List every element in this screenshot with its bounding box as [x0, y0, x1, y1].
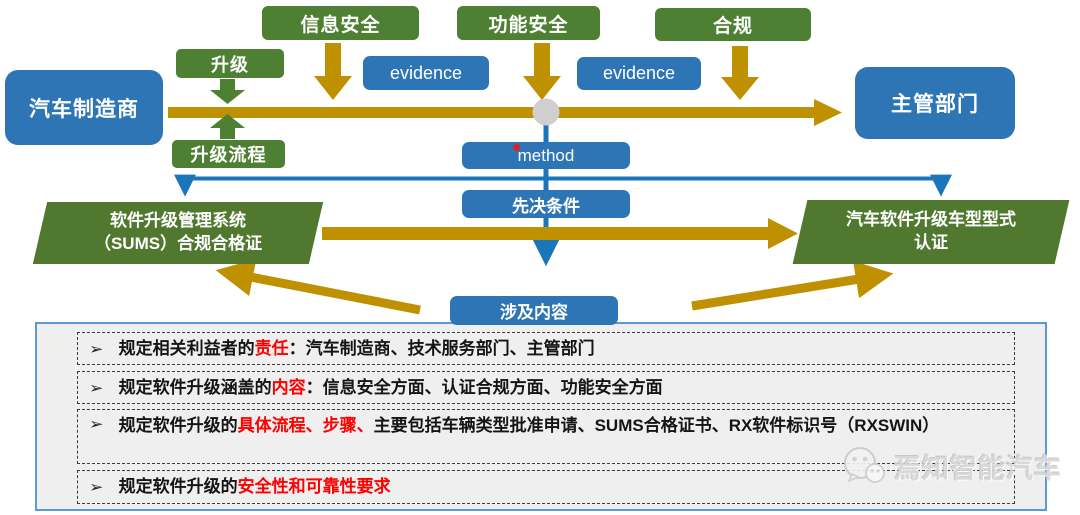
label-compliance-text: 合规 — [712, 16, 753, 37]
label-functional-safety: 功能安全 — [457, 6, 600, 40]
note-text-coverage: 规定软件升级涵盖的内容：信息安全方面、认证合规方面、功能安全方面 — [119, 377, 663, 398]
green-arrow-upgrade-down — [210, 79, 245, 104]
watermark: 焉知智能汽车 — [838, 444, 1062, 488]
bullet-arrow-icon: ➢ — [89, 416, 104, 433]
label-info-security-text: 信息安全 — [300, 14, 381, 36]
label-upgrade-process-text: 升级流程 — [190, 145, 267, 165]
label-method: method — [462, 142, 630, 169]
note-segment: 安全性和可靠性要求 — [237, 477, 391, 497]
type-approval-line2: 认证 — [914, 233, 948, 252]
main-timeline-arrowhead — [814, 99, 842, 126]
bullet-arrow-icon: ➢ — [89, 379, 104, 397]
note-segment: 责任 — [254, 338, 289, 358]
actor-authority-text: 主管部门 — [891, 93, 979, 116]
green-arrow-upgrade-up — [210, 114, 245, 139]
parallelogram-sums-certificate: 软件升级管理系统 （SUMS）合规合格证 — [32, 202, 324, 264]
actor-authority: 主管部门 — [855, 67, 1015, 139]
actor-manufacturer-text: 汽车制造商 — [29, 97, 139, 121]
bullet-arrow-icon: ➢ — [89, 340, 104, 358]
sums-line2: （SUMS）合规合格证 — [93, 234, 263, 253]
bullet-arrow-icon: ➢ — [89, 479, 104, 496]
label-evidence-1-text: evidence — [389, 62, 463, 83]
note-row-safety: ➢ 规定软件升级的安全性和可靠性要求 — [77, 470, 1015, 504]
gray-node-circle — [532, 98, 560, 126]
label-evidence-2-text: evidence — [602, 63, 676, 83]
note-row-process: ➢ 规定软件升级的具体流程、步骤、主要包括车辆类型批准申请、SUMS合格证书、R… — [77, 409, 1015, 464]
label-upgrade-process: 升级流程 — [172, 140, 285, 168]
red-dot-marker — [513, 144, 520, 151]
note-row-coverage: ➢ 规定软件升级涵盖的内容：信息安全方面、认证合规方面、功能安全方面 — [77, 371, 1015, 404]
gold-arrow-info-security — [314, 43, 352, 100]
gold-arrow-functional-safety — [523, 43, 561, 100]
label-upgrade-text: 升级 — [211, 54, 249, 75]
note-segment: 规定软件升级的 — [118, 416, 238, 435]
parallelogram-type-approval-text: 汽车软件升级车型型式 认证 — [800, 209, 1062, 255]
parallelogram-sums-text: 软件升级管理系统 （SUMS）合规合格证 — [40, 210, 316, 256]
note-segment: 内容 — [271, 377, 306, 397]
actor-manufacturer: 汽车制造商 — [5, 70, 163, 145]
note-segment: 规定相关利益者的 — [118, 338, 255, 358]
label-info-security: 信息安全 — [262, 6, 419, 40]
note-text-responsibility: 规定相关利益者的责任：汽车制造商、技术服务部门、主管部门 — [119, 338, 595, 359]
label-content: 涉及内容 — [450, 296, 618, 325]
label-evidence-1: evidence — [363, 56, 489, 90]
gold-diagonal-left — [215, 258, 421, 315]
parallelogram-type-approval: 汽车软件升级车型型式 认证 — [792, 200, 1070, 264]
label-compliance: 合规 — [655, 8, 811, 41]
label-precondition-text: 先决条件 — [512, 196, 580, 216]
label-functional-safety-text: 功能安全 — [488, 14, 569, 36]
note-segment: 具体流程、步骤、 — [237, 416, 374, 435]
gold-bar-arrowhead — [768, 218, 798, 249]
label-content-text: 涉及内容 — [500, 303, 568, 322]
watermark-text: 焉知智能汽车 — [894, 453, 1062, 484]
gold-arrow-compliance — [721, 46, 759, 100]
note-segment: ：汽车制造商、技术服务部门、主管部门 — [288, 338, 595, 358]
note-segment: 规定软件升级涵盖的 — [118, 377, 272, 397]
label-evidence-2: evidence — [577, 57, 701, 90]
note-text-safety: 规定软件升级的安全性和可靠性要求 — [119, 476, 391, 497]
note-text-process: 规定软件升级的具体流程、步骤、主要包括车辆类型批准申请、SUMS合格证书、RX软… — [119, 415, 940, 436]
note-row-responsibility: ➢ 规定相关利益者的责任：汽车制造商、技术服务部门、主管部门 — [77, 332, 1015, 365]
gold-diagonal-right — [691, 260, 894, 311]
label-method-text: method — [517, 145, 575, 165]
main-timeline-bar — [168, 107, 818, 118]
label-upgrade: 升级 — [176, 49, 284, 78]
sums-line1: 软件升级管理系统 — [110, 211, 246, 231]
note-segment: 规定软件升级的 — [118, 477, 238, 497]
note-segment: ：信息安全方面、认证合规方面、功能安全方面 — [305, 377, 663, 397]
note-segment: 主要包括车辆类型批准申请、SUMS合格证书、RX软件标识号（RXSWIN） — [373, 416, 940, 435]
gold-bar-sums-to-approval — [322, 227, 768, 240]
label-precondition: 先决条件 — [462, 190, 630, 218]
type-approval-line1: 汽车软件升级车型型式 — [846, 210, 1016, 230]
wechat-icon — [844, 447, 885, 483]
